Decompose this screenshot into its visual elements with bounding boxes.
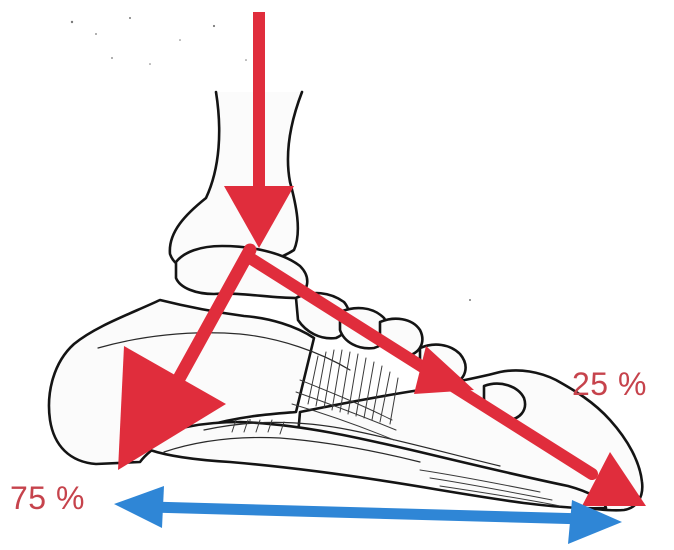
forefoot-share-label: 25 % (572, 368, 647, 400)
rearfoot-share-label: 75 % (10, 482, 85, 514)
